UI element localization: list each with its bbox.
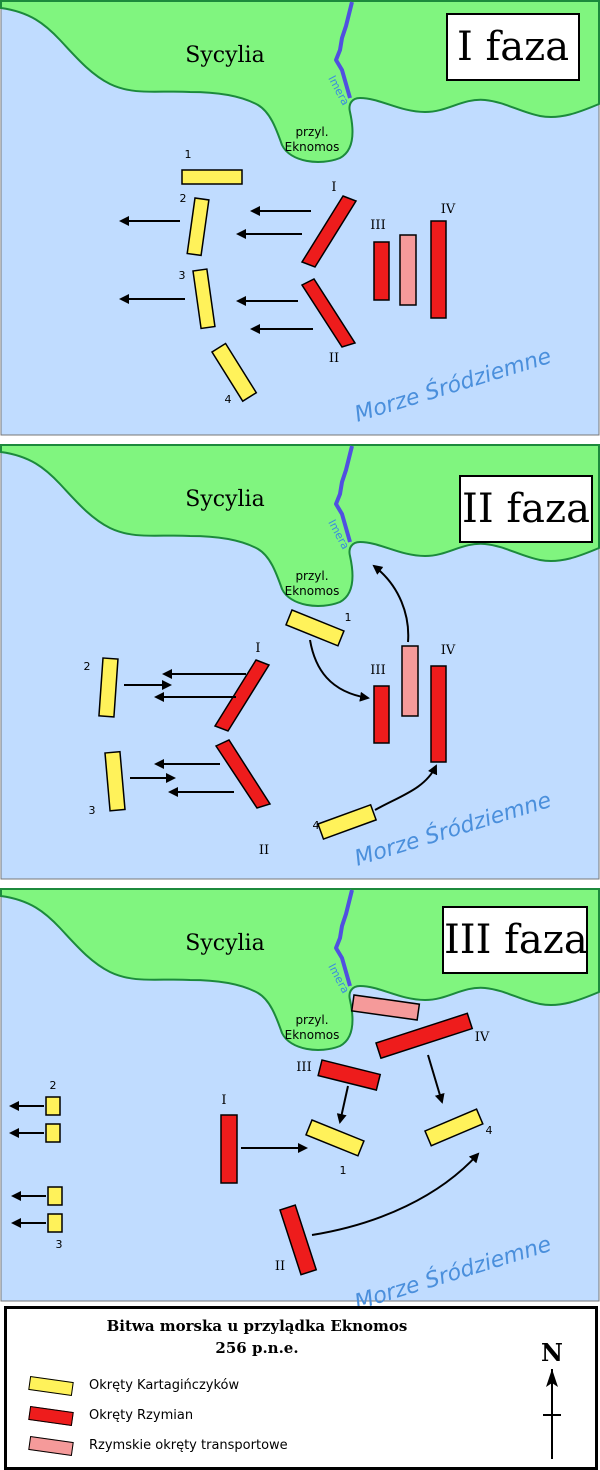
- carthaginian-ship-1: [285, 609, 345, 647]
- arrow: [372, 564, 410, 643]
- phase-3-map: Sycylia Imera przyl. Eknomos Morze Śródz…: [0, 888, 600, 1316]
- roman-squadron-4: [430, 665, 447, 763]
- legend-swatch-roman-transport: [28, 1436, 74, 1456]
- imera-river: [334, 445, 354, 543]
- movement-arrows: [119, 206, 313, 334]
- legend-swatch-carthaginian: [28, 1376, 74, 1396]
- carthaginian-label-4: 4: [225, 393, 232, 406]
- imera-river: [334, 1, 354, 99]
- carthaginian-ship-2: [98, 657, 119, 718]
- legend-label-carthaginian: Okręty Kartagińczyków: [89, 1378, 240, 1393]
- island-label: Sycylia: [185, 931, 264, 956]
- phase-title: II faza: [459, 475, 593, 543]
- island-label: Sycylia: [185, 43, 264, 68]
- roman-label-4: IV: [441, 202, 456, 217]
- carthaginian-label-2: 2: [180, 192, 187, 205]
- carthaginian-label-3: 3: [89, 804, 96, 817]
- carthaginian-label-3: 3: [179, 269, 186, 282]
- carthaginian-ship-4: [317, 803, 378, 840]
- carthaginian-ship-1: [181, 169, 243, 185]
- movement-arrows: [9, 1054, 480, 1236]
- legend-title-line2: 256 p.n.e.: [215, 1339, 299, 1357]
- roman-squadron-2: [300, 278, 357, 348]
- cape-label-line1: przyl.: [295, 569, 328, 583]
- roman-squadron-2: [279, 1204, 318, 1276]
- carthaginian-ship-3: [104, 750, 126, 812]
- arrow: [374, 764, 438, 811]
- roman-label-1: I: [255, 641, 260, 656]
- roman-squadron-1: [220, 1114, 238, 1184]
- phase-3-panel: Sycylia Imera przyl. Eknomos Morze Śródz…: [0, 888, 600, 1326]
- roman-label-3: III: [296, 1060, 311, 1075]
- compass-label: N: [541, 1338, 563, 1367]
- roman-transport-ships: [399, 234, 417, 306]
- compass-arrowhead: [546, 1369, 558, 1387]
- arrow: [311, 1152, 480, 1236]
- carthaginian-ship-2: [186, 197, 210, 257]
- roman-label-2: II: [259, 843, 269, 858]
- carthaginian-ship-3a: [47, 1186, 63, 1206]
- cape-label-line1: przyl.: [295, 1013, 328, 1027]
- roman-squadron-3: [373, 241, 390, 301]
- arrow: [427, 1054, 445, 1104]
- roman-transport-ships: [401, 645, 419, 717]
- phase-1-panel: Sycylia Imera przyl. Eknomos Morze Śródz…: [0, 0, 600, 438]
- roman-squadron-2: [214, 739, 272, 809]
- phase-2-panel: Sycylia Imera przyl. Eknomos Morze Śródz…: [0, 444, 600, 882]
- carthaginian-ship-1: [305, 1119, 365, 1157]
- roman-squadron-4: [375, 1012, 474, 1060]
- carthaginian-label-2: 2: [84, 660, 91, 673]
- roman-label-2: II: [329, 351, 339, 366]
- cape-label-line2: Eknomos: [285, 1028, 340, 1042]
- roman-squadron-1: [213, 659, 271, 732]
- roman-label-4: IV: [475, 1030, 490, 1045]
- north-arrow-icon: N: [541, 1338, 563, 1459]
- roman-squadron-3: [373, 685, 390, 744]
- phase-title: III faza: [442, 906, 588, 974]
- carthaginian-label-1: 1: [185, 148, 192, 161]
- carthaginian-ship-4: [210, 342, 258, 403]
- legend-title-line1: Bitwa morska u przylądka Eknomos: [106, 1317, 408, 1335]
- legend-swatch-roman: [28, 1406, 74, 1426]
- roman-squadron-1: [300, 195, 358, 268]
- sicily-land: [0, 444, 600, 607]
- legend-label-roman-transport: Rzymskie okręty transportowe: [89, 1438, 288, 1453]
- carthaginian-label-1: 1: [340, 1164, 347, 1177]
- carthaginian-label-2: 2: [50, 1079, 57, 1092]
- carthaginian-label-1: 1: [345, 611, 352, 624]
- roman-label-1: I: [221, 1093, 226, 1108]
- carthaginian-label-4: 4: [486, 1124, 493, 1137]
- arrow: [309, 639, 370, 702]
- phase-title: I faza: [446, 13, 580, 81]
- roman-label-4: IV: [441, 643, 456, 658]
- movement-arrows: [124, 564, 438, 811]
- carthaginian-label-3: 3: [56, 1238, 63, 1251]
- imera-river: [334, 889, 354, 987]
- legend-label-roman: Okręty Rzymian: [89, 1408, 194, 1423]
- roman-label-3: III: [370, 218, 385, 233]
- roman-label-3: III: [370, 663, 385, 678]
- cape-label-line2: Eknomos: [285, 584, 340, 598]
- cape-label-line2: Eknomos: [285, 140, 340, 154]
- roman-squadron-4: [430, 220, 447, 319]
- legend: Bitwa morska u przylądka Eknomos 256 p.n…: [4, 1306, 598, 1470]
- carthaginian-ship-2a: [45, 1096, 61, 1116]
- legend-title: Bitwa morska u przylądka Eknomos 256 p.n…: [7, 1315, 507, 1359]
- roman-squadron-3: [317, 1059, 382, 1091]
- carthaginian-label-4: 4: [313, 819, 320, 832]
- arrow: [336, 1085, 349, 1124]
- cape-label-line1: przyl.: [295, 125, 328, 139]
- island-label: Sycylia: [185, 487, 264, 512]
- carthaginian-ship-4: [424, 1108, 484, 1147]
- roman-label-2: II: [275, 1259, 285, 1274]
- carthaginian-ship-3: [192, 268, 216, 330]
- carthaginian-ship-2b: [45, 1123, 61, 1143]
- carthaginian-ship-3b: [47, 1213, 63, 1233]
- roman-transport-ships: [350, 994, 421, 1021]
- roman-label-1: I: [331, 180, 336, 195]
